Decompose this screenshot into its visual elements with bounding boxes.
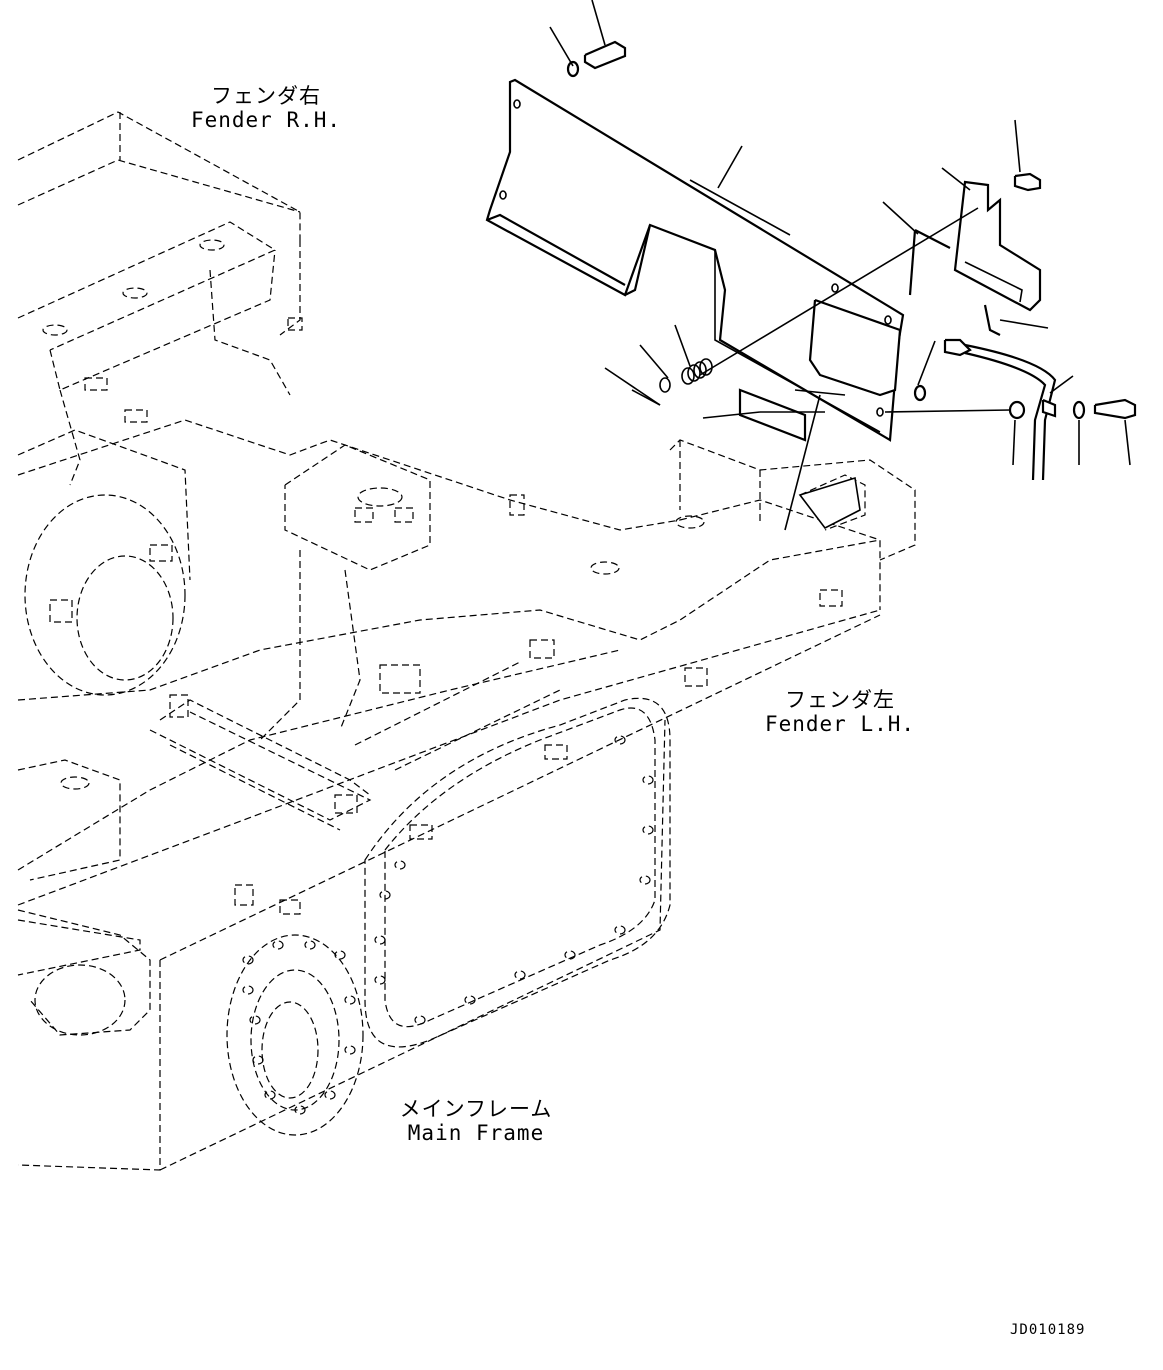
main-frame-outline <box>17 419 916 1171</box>
fender-rh-label-jp: フェンダ右 <box>211 84 321 108</box>
frame-bolt-holes <box>242 735 654 1115</box>
main-frame-label-jp: メインフレーム <box>399 1097 553 1121</box>
fender-lh-label: フェンダ左 Fender L.H. <box>760 688 920 736</box>
fender-rh-outline <box>17 111 303 486</box>
fender-lh-label-jp: フェンダ左 <box>785 688 895 712</box>
fender-lh-label-en: Fender L.H. <box>764 712 916 736</box>
fender-cover-assembly <box>485 40 1137 530</box>
main-frame-label-en: Main Frame <box>407 1121 545 1145</box>
drawing-id: JD010189 <box>1010 1322 1086 1338</box>
fender-rh-label: フェンダ右 Fender R.H. <box>186 84 346 132</box>
leader-lines <box>549 0 1131 531</box>
main-frame-label: メインフレーム Main Frame <box>396 1097 556 1145</box>
fender-rh-label-en: Fender R.H. <box>190 108 342 132</box>
